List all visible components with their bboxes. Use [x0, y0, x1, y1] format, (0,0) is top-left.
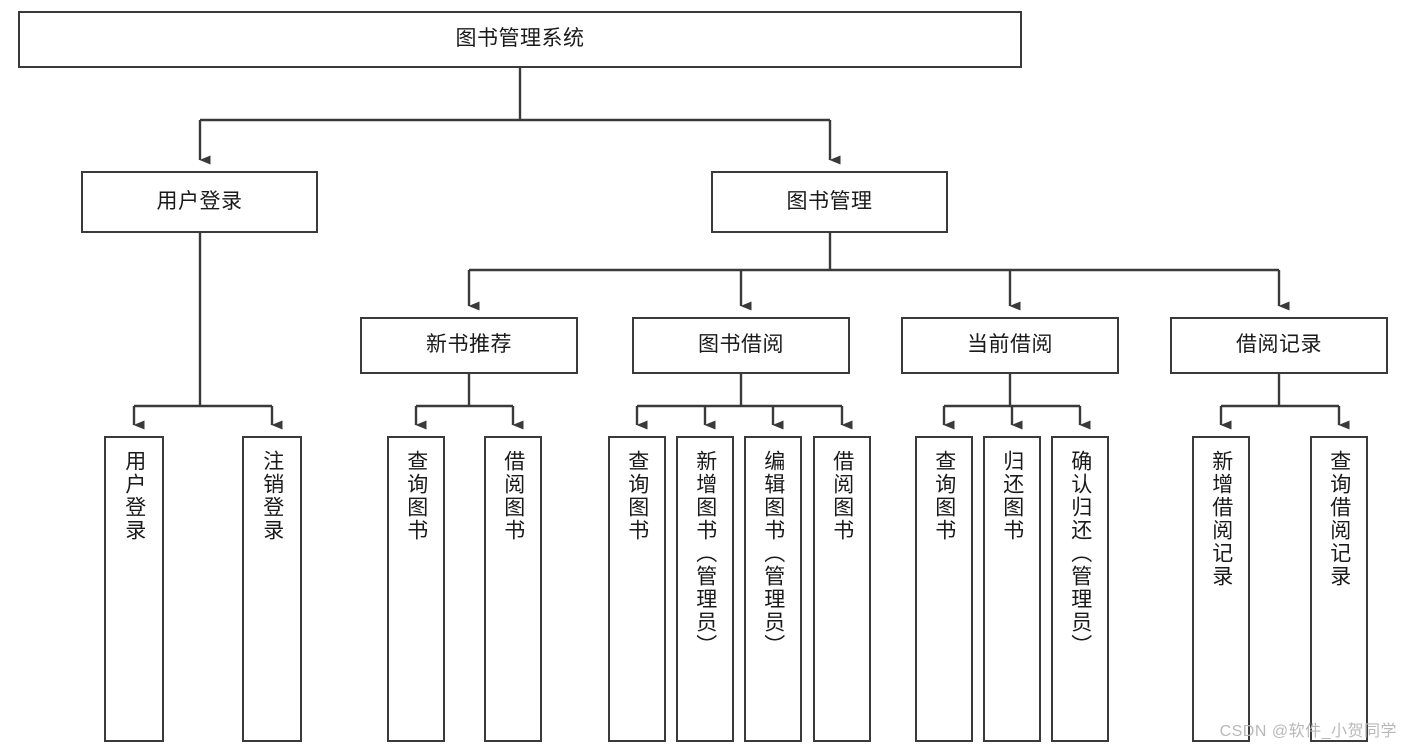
node-leaf-cb-return[interactable]: 归还图书: [983, 436, 1041, 742]
node-label: 图书借阅: [698, 333, 784, 357]
node-leaf-bb-query[interactable]: 查询图书: [608, 436, 666, 742]
node-label: 当前借阅: [967, 333, 1053, 357]
node-book-manage[interactable]: 图书管理: [711, 171, 948, 233]
node-label: 注销登录: [260, 450, 284, 542]
node-root[interactable]: 图书管理系统: [18, 11, 1022, 68]
node-label: 查询图书: [625, 450, 649, 542]
node-label: 借阅记录: [1236, 333, 1322, 357]
node-current-borrow[interactable]: 当前借阅: [901, 317, 1119, 374]
node-leaf-rec-query[interactable]: 查询图书: [387, 436, 445, 742]
node-label: 图书管理: [786, 189, 873, 213]
node-label: 确认归还（管理员）: [1068, 450, 1092, 657]
node-leaf-bb-borrow[interactable]: 借阅图书: [813, 436, 871, 742]
node-label: 查询借阅记录: [1327, 450, 1351, 588]
node-label: 用户登录: [156, 189, 243, 213]
node-label: 图书管理系统: [455, 27, 585, 51]
node-leaf-user-login[interactable]: 用户登录: [104, 436, 164, 742]
node-label: 借阅图书: [830, 450, 854, 542]
node-label: 用户登录: [122, 450, 146, 542]
node-leaf-cb-query[interactable]: 查询图书: [915, 436, 973, 742]
node-label: 编辑图书（管理员）: [761, 450, 785, 657]
node-label: 新增借阅记录: [1209, 450, 1233, 588]
node-leaf-br-query[interactable]: 查询借阅记录: [1310, 436, 1368, 742]
node-label: 归还图书: [1000, 450, 1024, 542]
node-label: 新增图书（管理员）: [693, 450, 717, 657]
node-leaf-cb-confirm[interactable]: 确认归还（管理员）: [1051, 436, 1109, 742]
node-book-borrow[interactable]: 图书借阅: [632, 317, 850, 374]
node-leaf-bb-edit[interactable]: 编辑图书（管理员）: [744, 436, 802, 742]
node-label: 借阅图书: [501, 450, 525, 542]
node-new-book-rec[interactable]: 新书推荐: [360, 317, 578, 374]
node-leaf-bb-add[interactable]: 新增图书（管理员）: [676, 436, 734, 742]
node-leaf-rec-borrow[interactable]: 借阅图书: [484, 436, 542, 742]
csdn-watermark: CSDN @软件_小贺同学: [1219, 723, 1397, 740]
node-label: 查询图书: [932, 450, 956, 542]
node-label: 新书推荐: [426, 333, 512, 357]
node-label: 查询图书: [404, 450, 428, 542]
node-borrow-record[interactable]: 借阅记录: [1170, 317, 1388, 374]
node-leaf-logout[interactable]: 注销登录: [242, 436, 302, 742]
node-leaf-br-add[interactable]: 新增借阅记录: [1192, 436, 1250, 742]
node-user-login[interactable]: 用户登录: [81, 171, 318, 233]
